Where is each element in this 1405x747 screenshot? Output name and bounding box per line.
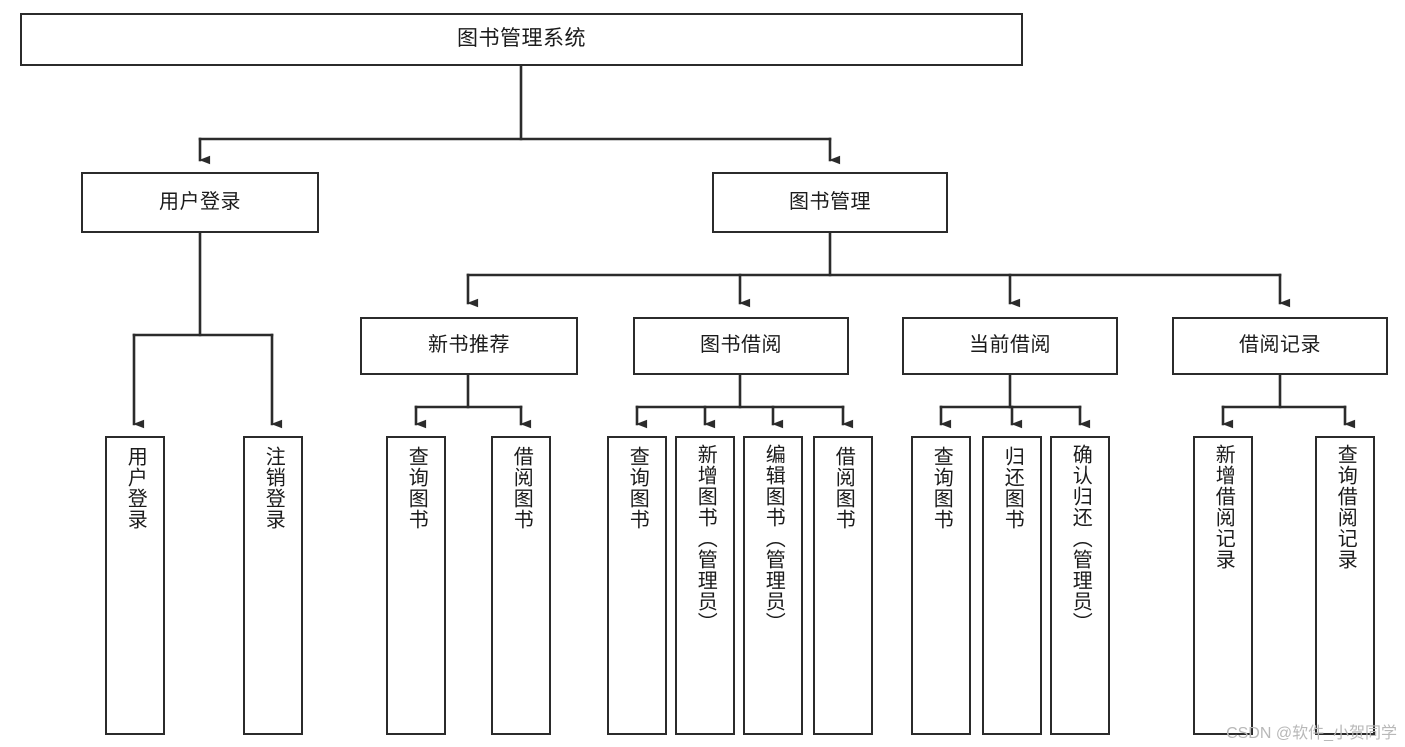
leaf-book-borrow-query-label: 查询图书 <box>626 446 649 530</box>
csdn-watermark: CSDN @软件_小贺同学 <box>1226 725 1397 742</box>
leaf-book-borrow-query[interactable]: 查询图书 <box>607 436 667 735</box>
leaf-book-borrow-edit[interactable]: 编辑图书（管理员） <box>743 436 803 735</box>
node-book-management[interactable]: 图书管理 <box>712 172 948 233</box>
leaf-book-borrow-edit-label: 编辑图书（管理员） <box>762 444 785 633</box>
leaf-borrow-record-query-label: 查询借阅记录 <box>1334 444 1357 570</box>
node-new-book-recommend-label: 新书推荐 <box>428 334 510 357</box>
leaf-new-book-query-label: 查询图书 <box>405 446 428 530</box>
leaf-new-book-borrow[interactable]: 借阅图书 <box>491 436 551 735</box>
leaf-book-borrow-borrow-label: 借阅图书 <box>832 446 855 530</box>
leaf-current-borrow-return-label: 归还图书 <box>1001 446 1024 530</box>
node-borrow-record[interactable]: 借阅记录 <box>1172 317 1388 375</box>
node-current-borrow[interactable]: 当前借阅 <box>902 317 1118 375</box>
leaf-borrow-record-add-label: 新增借阅记录 <box>1212 444 1235 570</box>
leaf-book-borrow-borrow[interactable]: 借阅图书 <box>813 436 873 735</box>
node-book-management-label: 图书管理 <box>789 190 871 213</box>
node-user-login-label: 用户登录 <box>159 190 241 213</box>
node-current-borrow-label: 当前借阅 <box>969 334 1051 357</box>
leaf-new-book-borrow-label: 借阅图书 <box>510 446 533 530</box>
leaf-current-borrow-confirm[interactable]: 确认归还（管理员） <box>1050 436 1110 735</box>
leaf-user-login-login-label: 用户登录 <box>124 446 147 530</box>
leaf-book-borrow-add-label: 新增图书（管理员） <box>694 444 717 633</box>
leaf-user-login-logout[interactable]: 注销登录 <box>243 436 303 735</box>
leaf-current-borrow-return[interactable]: 归还图书 <box>982 436 1042 735</box>
node-book-borrow-label: 图书借阅 <box>700 334 782 357</box>
leaf-new-book-query[interactable]: 查询图书 <box>386 436 446 735</box>
leaf-user-login-logout-label: 注销登录 <box>262 446 285 530</box>
leaf-current-borrow-query-label: 查询图书 <box>930 446 953 530</box>
leaf-borrow-record-add[interactable]: 新增借阅记录 <box>1193 436 1253 735</box>
leaf-book-borrow-add[interactable]: 新增图书（管理员） <box>675 436 735 735</box>
node-root[interactable]: 图书管理系统 <box>20 13 1023 66</box>
leaf-current-borrow-query[interactable]: 查询图书 <box>911 436 971 735</box>
node-new-book-recommend[interactable]: 新书推荐 <box>360 317 578 375</box>
leaf-current-borrow-confirm-label: 确认归还（管理员） <box>1069 444 1092 633</box>
node-borrow-record-label: 借阅记录 <box>1239 334 1321 357</box>
leaf-borrow-record-query[interactable]: 查询借阅记录 <box>1315 436 1375 735</box>
node-user-login[interactable]: 用户登录 <box>81 172 319 233</box>
node-book-borrow[interactable]: 图书借阅 <box>633 317 849 375</box>
node-root-label: 图书管理系统 <box>457 27 586 51</box>
leaf-user-login-login[interactable]: 用户登录 <box>105 436 165 735</box>
